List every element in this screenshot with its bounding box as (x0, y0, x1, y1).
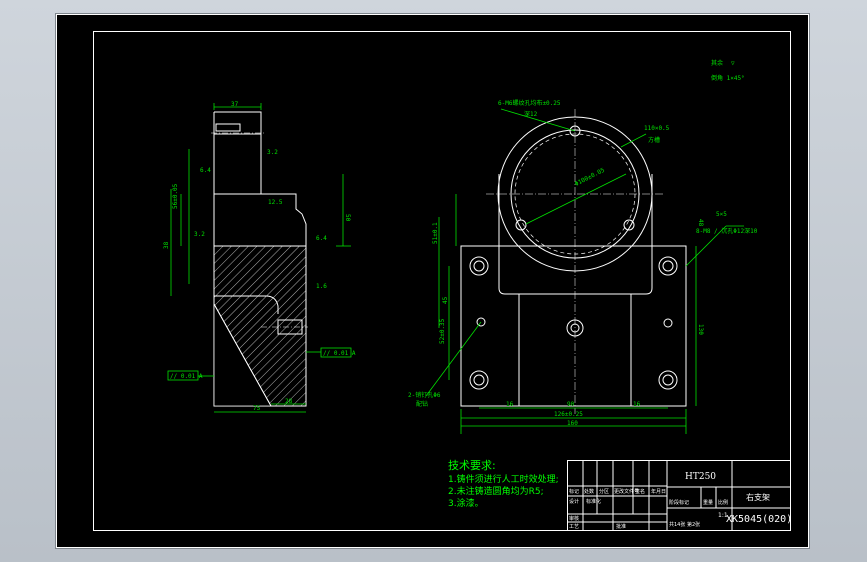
tb-stage-label: 阶段标记 (669, 499, 689, 506)
tb-header-zone: 分区 (599, 488, 609, 495)
title-block: 标记 处数 分区 更改文件号 签名 年月日 设计 标准化 审核 工艺 批准 HT… (567, 460, 792, 531)
dim-left-lower: 52±0.35 (439, 318, 446, 344)
dim-bottom-left: 16 (506, 401, 514, 408)
tech-req-item-3: 3.涂漆。 (448, 497, 484, 509)
dim-right-rough: 6.4 (316, 235, 327, 242)
base-plate (460, 245, 687, 407)
dim-bottom-inner: 28 (285, 398, 293, 405)
front-view: 16 90 16 126±0.25 160 51±0.1 45 52±0.35 … (408, 99, 758, 434)
tech-req-item-1: 1.铸件须进行人工时效处理; (448, 473, 559, 485)
label-bore: Φ100±0.05 (574, 167, 606, 188)
label-pin-holes-note: 配钻 (416, 400, 428, 408)
dim-bottom-total: 160 (567, 420, 578, 427)
tb-weight-label: 重量 (703, 499, 713, 506)
dim-left-rough-1: 6.4 (200, 167, 211, 174)
tech-req-item-2: 2.未注铸造圆角均为R5; (448, 485, 544, 497)
inner-frame (93, 31, 791, 531)
hatched-section (213, 245, 307, 407)
dim-left-upper: 51±0.1 (432, 222, 439, 244)
label-groove-type: 方槽 (648, 136, 660, 144)
flatness-frame-left: // 0.01 A (170, 373, 203, 380)
tb-row-approve: 批准 (616, 523, 626, 530)
tb-row-design: 设计 (569, 498, 579, 505)
tb-drawing-number: XK5045(020) (726, 514, 792, 525)
dim-right-height: 50 (344, 214, 351, 222)
drawing-sheet[interactable]: 37 75 28 50 56±0.05 38 6.4 3.2 12.5 6.4 … (56, 14, 809, 548)
tech-req-title: 技术要求: (448, 459, 496, 472)
tb-header-sign: 签名 (635, 488, 645, 495)
chamfer-note: 倒角 1×45° (711, 74, 745, 82)
flatness-frame-right: // 0.01 A (323, 350, 356, 357)
dim-bottom-right: 16 (633, 401, 641, 408)
dim-top-width: 37 (231, 101, 239, 108)
left-section-view: 37 75 28 50 56±0.05 38 6.4 3.2 12.5 6.4 … (163, 101, 356, 413)
tb-header-doc: 更改文件号 (614, 488, 639, 495)
tb-header-count: 处数 (584, 488, 594, 495)
tb-row-process: 工艺 (569, 524, 579, 530)
tb-header-date: 年月日 (651, 488, 666, 495)
technical-requirements: 技术要求: 1.铸件须进行人工时效处理; 2.未注铸造圆角均为R5; 3.涂漆。 (448, 459, 559, 509)
dim-bottom-mid: 90 (567, 401, 575, 408)
tb-part-name: 右支架 (746, 492, 770, 502)
dim-bottom-width: 75 (253, 405, 261, 412)
drawing-canvas: 37 75 28 50 56±0.05 38 6.4 3.2 12.5 6.4 … (56, 14, 809, 548)
tb-header-mark: 标记 (569, 488, 579, 495)
dim-left-tol: 56±0.05 (172, 183, 179, 209)
dim-right-top: 48 (697, 219, 704, 227)
tb-row-standard: 标准化 (586, 498, 601, 505)
label-groove: 110×0.5 (644, 125, 670, 132)
dim-top-rough: 3.2 (267, 149, 278, 156)
roughness-prefix: 其余 (711, 59, 723, 67)
top-hole (215, 123, 241, 132)
surface-note: 其余 ▽ 倒角 1×45° (711, 59, 745, 82)
outer-frame (56, 14, 809, 548)
tb-scale-label: 比例 (718, 499, 728, 506)
upright-body (498, 174, 653, 295)
dim-left-mid: 45 (442, 296, 449, 304)
tb-row-review: 审核 (569, 515, 579, 522)
dim-right-height: 130 (697, 324, 704, 335)
dim-left-rough-2: 3.2 (194, 231, 205, 238)
dim-left-height: 38 (163, 241, 170, 249)
label-slot: 5×5 (716, 211, 727, 218)
tb-sheets: 共14张 第2张 (669, 521, 700, 528)
dim-right-rough-2: 1.6 (316, 283, 327, 290)
tb-material: HT250 (685, 472, 716, 482)
label-thread-holes: 6-M6螺纹孔均布±0.25 (498, 99, 561, 107)
label-counterbore: 8-M8 / 沉孔Φ12深10 (696, 227, 758, 235)
tb-scale: 1:1 (718, 512, 728, 519)
label-thread-holes-depth: 深12 (524, 110, 538, 118)
dim-mid-rough: 12.5 (268, 199, 283, 206)
dim-bottom-holes: 126±0.25 (554, 411, 583, 418)
roughness-symbol: ▽ (731, 60, 735, 67)
label-pin-holes: 2-销钉孔Φ6 (408, 391, 441, 399)
